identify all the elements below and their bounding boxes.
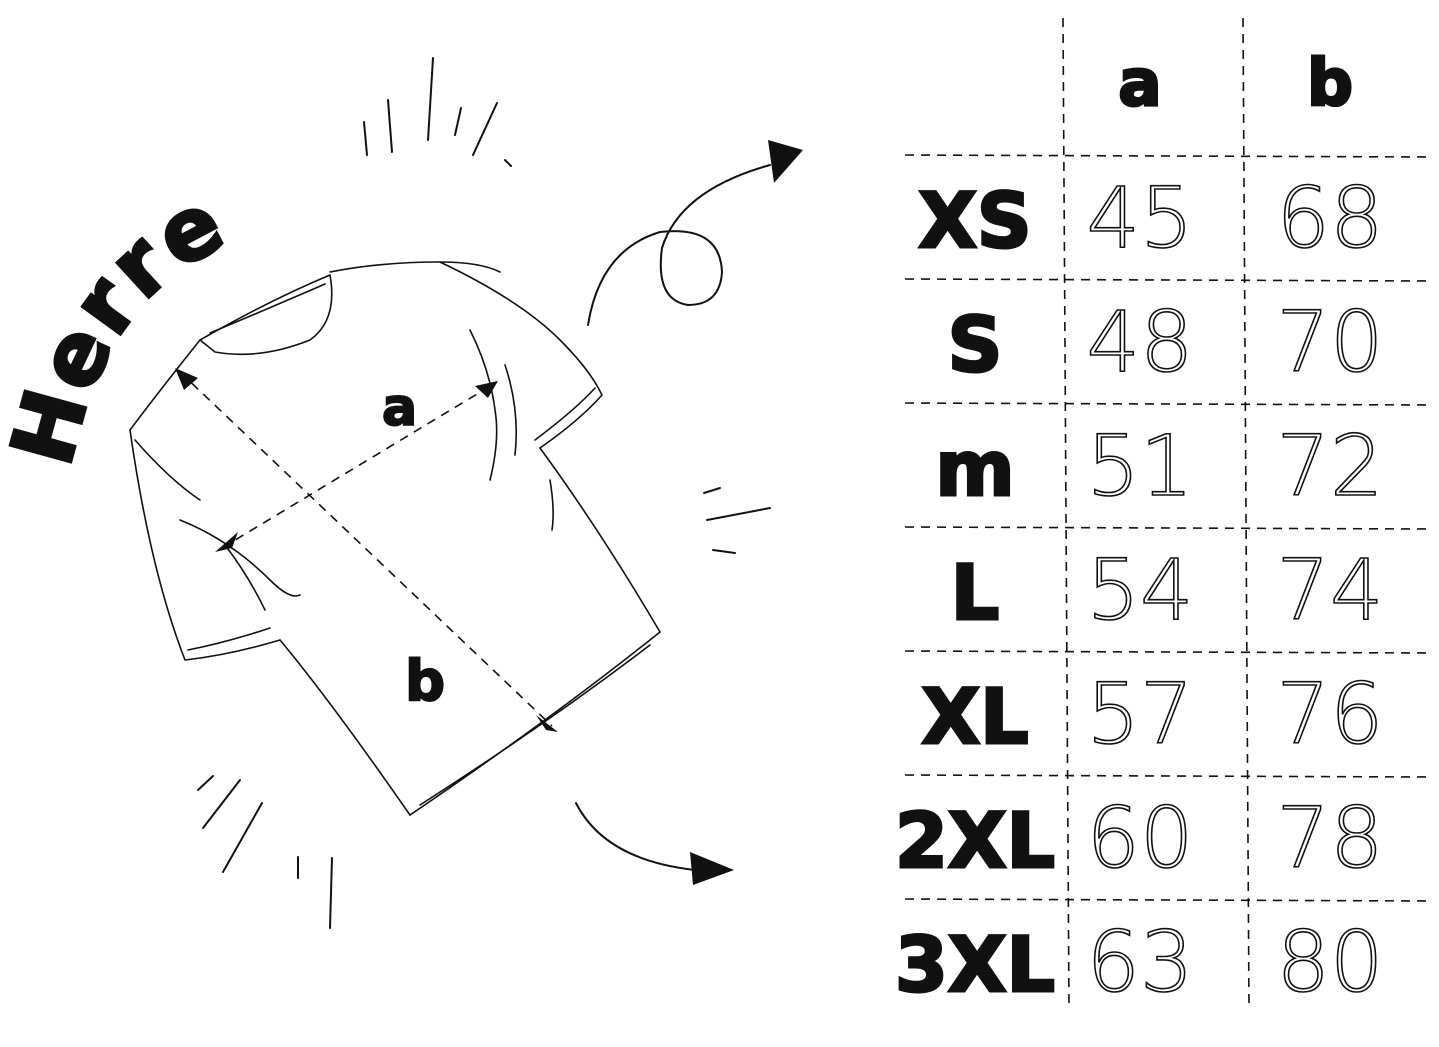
size-label: 3XL [895, 920, 1055, 1009]
size-label: XL [921, 672, 1028, 761]
value-b: 70 [1277, 293, 1384, 391]
value-b: 78 [1277, 789, 1384, 887]
sparkle-lines-top [363, 57, 512, 167]
value-a: 48 [1087, 293, 1194, 391]
curly-arrow-icon [587, 140, 803, 326]
table-row: m 51 72 [934, 416, 1384, 516]
table-row-divider [904, 898, 1431, 902]
table-row: L 54 74 [949, 540, 1384, 640]
value-b: 80 [1277, 913, 1384, 1011]
value-b: 74 [1277, 541, 1384, 639]
page-title: Herren [0, 0, 242, 475]
size-table-grid [904, 17, 1431, 1011]
measurement-a-line [215, 381, 498, 552]
sparkle-lines-right [703, 487, 771, 554]
table-row: XL 57 76 [920, 664, 1384, 764]
curved-arrow-icon [575, 802, 734, 885]
tshirt-icon [129, 261, 661, 816]
value-a: 57 [1087, 665, 1194, 763]
value-b: 72 [1277, 417, 1384, 515]
table-header-a: a [1118, 47, 1161, 121]
sparkle-lines-bottom [197, 775, 333, 929]
table-column-divider [1062, 17, 1070, 1011]
value-a: 45 [1087, 169, 1194, 267]
diagram-label-b: b [405, 649, 445, 714]
value-b: 76 [1277, 665, 1384, 763]
size-label: S [948, 300, 1003, 389]
table-row-divider [904, 774, 1431, 778]
table-row-divider [904, 402, 1431, 406]
size-label: m [935, 424, 1014, 513]
table-header-b: b [1307, 47, 1353, 121]
table-column-divider [1242, 17, 1250, 1011]
table-row-divider [904, 278, 1431, 282]
value-a: 60 [1087, 789, 1194, 887]
size-label: 2XL [895, 796, 1055, 885]
size-label: L [951, 548, 999, 637]
value-a: 63 [1087, 913, 1194, 1011]
diagram-label-a: a [382, 378, 417, 438]
table-row-divider [904, 526, 1431, 530]
value-a: 51 [1087, 417, 1194, 515]
table-row: 3XL 63 80 [894, 912, 1385, 1012]
measurement-b-line [175, 368, 558, 732]
table-row: 2XL 60 78 [894, 788, 1385, 888]
table-row: S 48 70 [946, 292, 1384, 392]
table-row-divider [904, 650, 1431, 654]
value-b: 68 [1277, 169, 1384, 267]
value-a: 54 [1087, 541, 1194, 639]
table-row: XS 45 68 [917, 168, 1384, 268]
size-label: XS [918, 176, 1031, 265]
table-row-divider [904, 154, 1431, 158]
